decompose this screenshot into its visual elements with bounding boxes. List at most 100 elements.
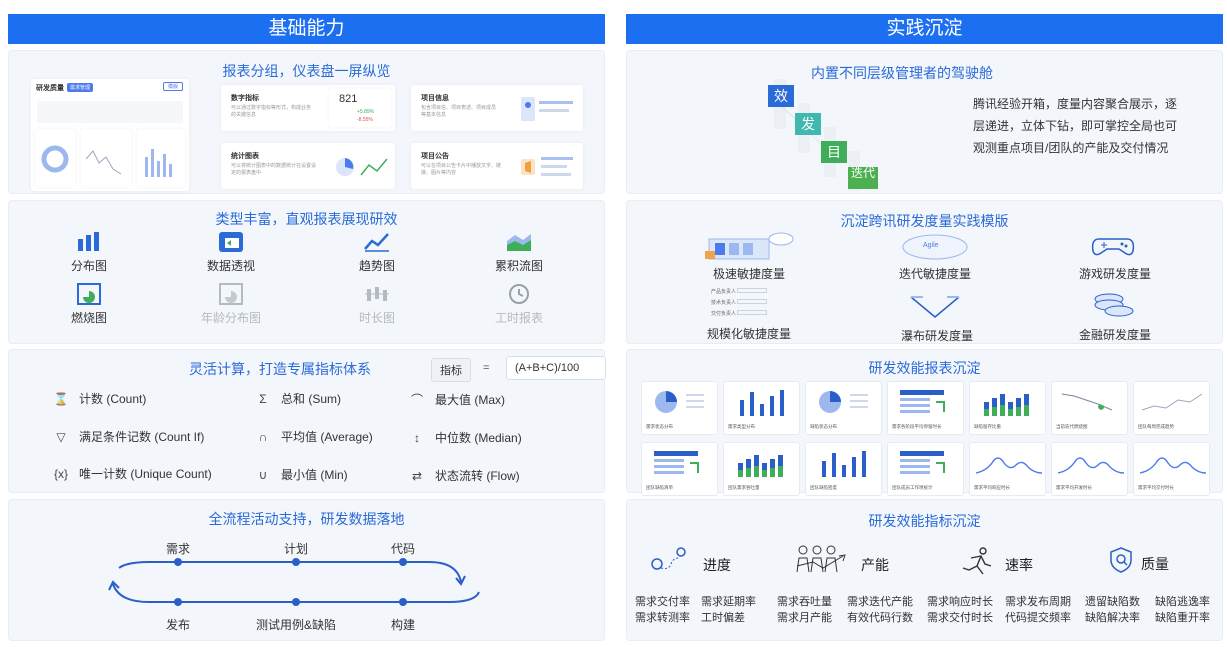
digit-metric-card: 数字指标 可以通过数字指标等形式，构成业务的关键信息 821 +5.89% -8… xyxy=(221,85,395,131)
thumb-card xyxy=(137,129,185,187)
indicator-metric: 缺陷逃逸率 xyxy=(1155,596,1210,608)
swap-icon: ⇄ xyxy=(411,468,423,483)
report-card[interactable]: 团队需求吞吐量 xyxy=(723,442,800,496)
notice-title: 项目公告 xyxy=(421,153,449,160)
digit-value-box: 821 +5.89% -8.55% xyxy=(329,89,391,127)
template-finance[interactable]: 金融研发度量 xyxy=(1078,328,1152,342)
report-card-label: 需求类型分布 xyxy=(728,424,755,429)
formula-input[interactable]: (A+B+C)/100 xyxy=(506,356,606,380)
report-card[interactable]: 需求平均响应时长 xyxy=(969,442,1046,496)
fn-label: 平均值 (Average) xyxy=(281,430,373,444)
project-desc: 包含项目信、项目表述、项目成员等基本信息 xyxy=(421,105,497,118)
waterfall-icon xyxy=(910,296,960,318)
report-card[interactable]: 团队缺陷密度 xyxy=(805,442,882,496)
indicator-metric: 需求交付率 xyxy=(635,596,690,608)
fn-unique-count[interactable]: {x}唯一计数 (Unique Count) xyxy=(53,465,212,482)
indicator-metric: 需求月产能 xyxy=(777,612,832,624)
templates-panel: 沉淀跨讯研发度量实践模版 极速敏捷度量 Agile 迭代敏捷度量 游戏研发度量 … xyxy=(626,200,1223,344)
chart-types-title: 类型丰富，直观报表展现研效 xyxy=(215,211,398,227)
cockpit-panel: 内置不同层级管理者的驾驶舱 效 发 目 迭代 腾讯经验开箱，度量内容聚合展示，逐… xyxy=(626,50,1223,194)
report-card-label: 需求各阶段平均停留时长 xyxy=(892,424,942,429)
template-scaled-agile[interactable]: 规模化敏捷度量 xyxy=(706,327,792,341)
indicator-metric: 工时偏差 xyxy=(701,612,745,624)
type-age-distribution[interactable]: 年龄分布图 xyxy=(171,283,291,326)
agile-kanban-icon xyxy=(705,232,794,260)
template-iteration-agile[interactable]: 迭代敏捷度量 xyxy=(898,267,972,281)
stats-desc: 可以将统计图表中的数据统计在设置设定的报表盘中 xyxy=(231,163,317,176)
digit-value: 821 xyxy=(339,93,358,105)
report-card-label: 需求平均响应时长 xyxy=(974,485,1010,490)
hourglass-icon: ⌛ xyxy=(53,391,69,406)
coins-icon xyxy=(1094,293,1134,317)
indicator-metric: 缺陷解决率 xyxy=(1085,612,1140,624)
indicators-panel: 研发效能指标沉淀 进度 产能 速率 质量 需求交付率需求转测率需求延期率工时偏差… xyxy=(626,499,1223,641)
report-card[interactable]: 缺陷留存比重 xyxy=(969,381,1046,435)
agile-text: Agile xyxy=(923,242,939,249)
step-code: 代码 xyxy=(390,542,416,556)
cat-progress: 进度 xyxy=(703,557,731,573)
clock-icon xyxy=(509,284,529,304)
pivot-icon xyxy=(219,232,243,252)
indicator-metric: 代码提交频率 xyxy=(1005,612,1071,624)
process-title: 全流程活动支持，研发数据落地 xyxy=(208,511,405,527)
type-burn[interactable]: 燃烧图 xyxy=(29,283,149,326)
fn-label: 最小值 (Min) xyxy=(281,468,348,482)
thumb-card xyxy=(81,129,131,187)
area-chart-icon xyxy=(507,234,531,251)
metric-button[interactable]: 指标 xyxy=(431,358,471,382)
thumb-row xyxy=(37,101,183,123)
fn-count[interactable]: ⌛计数 (Count) xyxy=(53,390,147,407)
thumb-title: 研发质量 xyxy=(36,85,64,92)
type-cumulative-flow[interactable]: 累积流图 xyxy=(459,231,579,274)
template-quick-agile[interactable]: 极速敏捷度量 xyxy=(712,267,786,281)
report-card[interactable]: 需求状态分布 xyxy=(641,381,718,435)
type-distribution[interactable]: 分布图 xyxy=(29,231,149,274)
report-card[interactable]: 当前迭代燃烧图 xyxy=(1051,381,1128,435)
fn-average[interactable]: ∩平均值 (Average) xyxy=(255,428,373,445)
variable-icon: {x} xyxy=(53,466,68,481)
step-release: 发布 xyxy=(165,618,191,632)
fn-max[interactable]: ⌒最大值 (Max) xyxy=(409,391,505,408)
reports-panel: 研发效能报表沉淀 需求状态分布需求类型分布缺陷状态分布需求各阶段平均停留时长缺陷… xyxy=(626,349,1223,496)
template-game-dev[interactable]: 游戏研发度量 xyxy=(1078,267,1152,281)
dashboard-panel: 报表分组，仪表盘一屏纵览 研发质量 需求管理 模版 数字指标 可以通过数字指标等… xyxy=(8,50,605,194)
pie-thumbnail-icon xyxy=(819,391,868,413)
dashboard-thumbnail: 研发质量 需求管理 模版 xyxy=(31,79,189,191)
report-card[interactable]: 需求类型分布 xyxy=(723,381,800,435)
type-work-hours[interactable]: 工时报表 xyxy=(459,283,579,326)
report-card[interactable]: 团队成员工作项统计 xyxy=(887,442,964,496)
indicator-metric: 需求延期率 xyxy=(701,596,756,608)
type-pivot[interactable]: 数据透视 xyxy=(171,231,291,274)
project-notice-card: 项目公告 可以在项目公告卡片中播放文字、链接、图片等内容 xyxy=(411,143,583,189)
template-waterfall[interactable]: 瀑布研发度量 xyxy=(900,329,974,343)
report-card[interactable]: 需求平均开发时长 xyxy=(1051,442,1128,496)
type-label: 分布图 xyxy=(70,259,107,273)
table-thumbnail-icon xyxy=(900,390,945,413)
sigma-icon: Σ xyxy=(259,391,267,406)
burn-thumbnail-icon xyxy=(1061,393,1113,411)
report-card[interactable]: 缺陷状态分布 xyxy=(805,381,882,435)
report-card[interactable]: 团队缺陷清单 xyxy=(641,442,718,496)
cat-velocity: 速率 xyxy=(1005,557,1033,573)
report-card-label: 需求平均开发时长 xyxy=(1056,485,1092,490)
fn-count-if[interactable]: ▽满足条件记数 (Count If) xyxy=(53,428,204,445)
cockpit-title: 内置不同层级管理者的驾驶舱 xyxy=(811,65,993,81)
pie-thumbnail-icon xyxy=(655,391,704,413)
type-duration[interactable]: 时长图 xyxy=(317,283,437,326)
fn-median[interactable]: ↕中位数 (Median) xyxy=(409,429,522,446)
report-card-label: 团队成员工作项统计 xyxy=(892,485,933,490)
type-label: 燃烧图 xyxy=(70,311,107,325)
report-card[interactable]: 团队每周完成趋势 xyxy=(1133,381,1210,435)
indicator-metric: 需求响应时长 xyxy=(927,596,993,608)
agile-cycle-icon: Agile xyxy=(902,234,968,260)
digit-down: -8.55% xyxy=(357,117,373,123)
quality-shield-icon xyxy=(1110,547,1132,573)
scaled-agile-roles: 产品负责人 技术负责人 交付负责人 xyxy=(711,287,791,320)
fn-flow[interactable]: ⇄状态流转 (Flow) xyxy=(409,467,520,484)
fn-min[interactable]: ∪最小值 (Min) xyxy=(255,466,348,483)
report-card[interactable]: 需求平均交付时长 xyxy=(1133,442,1210,496)
left-column-header: 基础能力 xyxy=(8,14,605,44)
type-trend[interactable]: 趋势图 xyxy=(317,231,437,274)
report-card[interactable]: 需求各阶段平均停留时长 xyxy=(887,381,964,435)
